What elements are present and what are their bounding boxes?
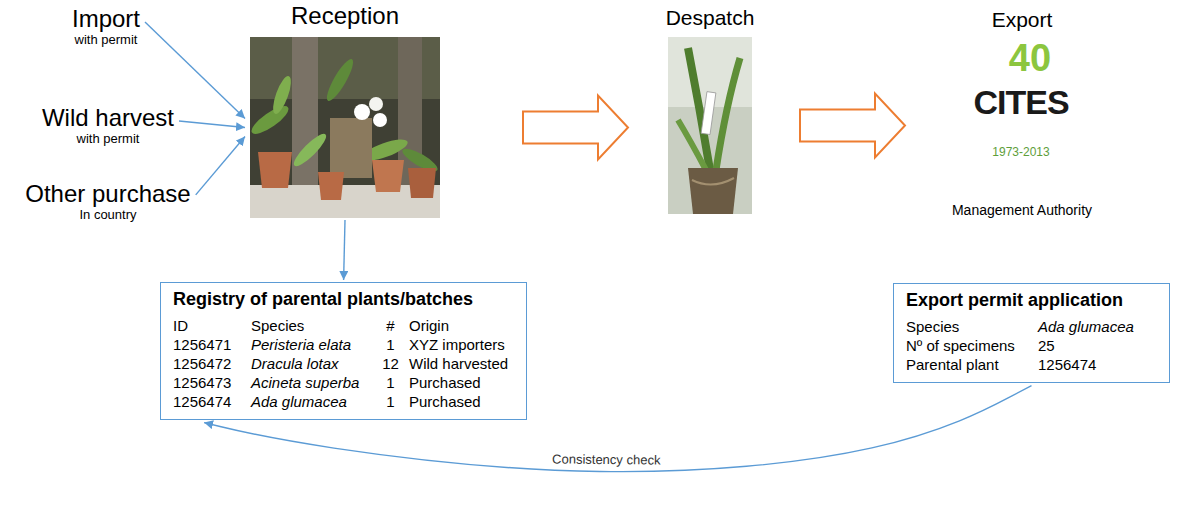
flow-arrow — [523, 96, 628, 160]
link-arrow — [344, 220, 345, 280]
table-cell: Dracula lotax — [251, 354, 345, 373]
table-cell: Species — [251, 316, 310, 335]
box-heading: Export permit application — [906, 290, 1157, 312]
table-cell: Acineta superba — [251, 373, 365, 392]
roots — [692, 178, 734, 185]
stage-heading: Export — [992, 8, 1053, 32]
leaf — [248, 102, 292, 139]
flower-pot — [318, 172, 344, 200]
table-cell: ID — [173, 316, 194, 335]
table-cell: Species — [906, 317, 965, 336]
flow-arrow — [800, 94, 905, 158]
link-arrow — [145, 22, 245, 118]
photo-ground — [668, 37, 752, 214]
table-cell: Peristeria elata — [251, 335, 357, 354]
flower-pot — [258, 152, 292, 188]
source-name: Other purchase — [25, 180, 190, 208]
logo-number: 40 — [1009, 38, 1051, 80]
table-cell: 1256471 — [173, 335, 237, 354]
table-cell: Purchased — [409, 392, 487, 411]
table-cell: 1256474 — [173, 392, 237, 411]
source-label: Other purchaseIn country — [25, 180, 190, 223]
wood-log — [330, 118, 372, 178]
connector-group — [145, 22, 1032, 472]
table-cell: # — [386, 316, 400, 335]
source-note: In country — [25, 208, 190, 223]
stage-heading: Despatch — [666, 6, 755, 30]
table-cell: XYZ importers — [409, 335, 511, 354]
table-grid: ID Species # Origin 1256471 Peristeria elata 1… — [173, 316, 514, 411]
photo-ground — [250, 37, 440, 218]
source-label: Wild harvestwith permit — [42, 104, 174, 147]
orchid-flower — [373, 113, 387, 127]
logo-years: 1973-2013 — [992, 146, 1049, 159]
table-cell: 12 — [382, 354, 405, 373]
permit-box: Export permit applicationSpecies Ada glum… — [893, 283, 1170, 383]
table-cell: Purchased — [409, 373, 487, 392]
table-cell: 1 — [386, 373, 400, 392]
table-cell: 1 — [386, 392, 400, 411]
table-cell: Parental plant — [906, 355, 1005, 374]
edge-label: Consistency check — [550, 452, 663, 468]
table-cell: 1256472 — [173, 354, 237, 373]
link-arrow — [196, 137, 245, 195]
logo-wordmark: CITES — [973, 84, 1068, 121]
source-name: Import — [72, 5, 140, 33]
box-heading: Registry of parental plants/batches — [173, 289, 514, 311]
orchid-flower — [369, 97, 383, 111]
source-label: Importwith permit — [72, 5, 140, 48]
leaf — [323, 56, 357, 104]
flower-pot — [408, 168, 436, 198]
leaf — [270, 74, 295, 116]
registry-box: Registry of parental plants/batchesID Spe… — [160, 282, 527, 420]
despatch-photo — [668, 37, 752, 214]
source-note: with permit — [72, 33, 140, 48]
photo-frame: Reception — [250, 37, 440, 218]
table-cell: 1256474 — [1038, 355, 1102, 374]
table-grid: Species Ada glumacea Nº of specimens 25Pare… — [906, 317, 1157, 374]
photo-frame: Despatch — [668, 37, 752, 214]
link-arrow — [179, 121, 245, 127]
table-cell: Ada glumacea — [251, 392, 353, 411]
table-cell: Origin — [409, 316, 455, 335]
leaf — [716, 58, 740, 170]
stage-heading: Reception — [291, 2, 399, 30]
check-arrow — [204, 386, 1031, 472]
flower-pot — [688, 168, 738, 214]
table-cell: Ada glumacea — [1038, 317, 1140, 336]
table-cell: 1256473 — [173, 373, 237, 392]
orchid-flower — [354, 104, 370, 120]
reception-photo — [248, 37, 440, 218]
leaf — [290, 130, 330, 170]
table-cell: 25 — [1038, 336, 1061, 355]
plant-tag — [701, 92, 716, 135]
table-cell: 1 — [386, 335, 400, 354]
table-cell: Wild harvested — [409, 354, 514, 373]
stage-caption: Management Authority — [952, 202, 1092, 218]
table-cell: Nº of specimens — [906, 336, 1021, 355]
source-name: Wild harvest — [42, 104, 174, 132]
source-note: with permit — [42, 132, 174, 147]
flower-pot — [372, 160, 404, 192]
